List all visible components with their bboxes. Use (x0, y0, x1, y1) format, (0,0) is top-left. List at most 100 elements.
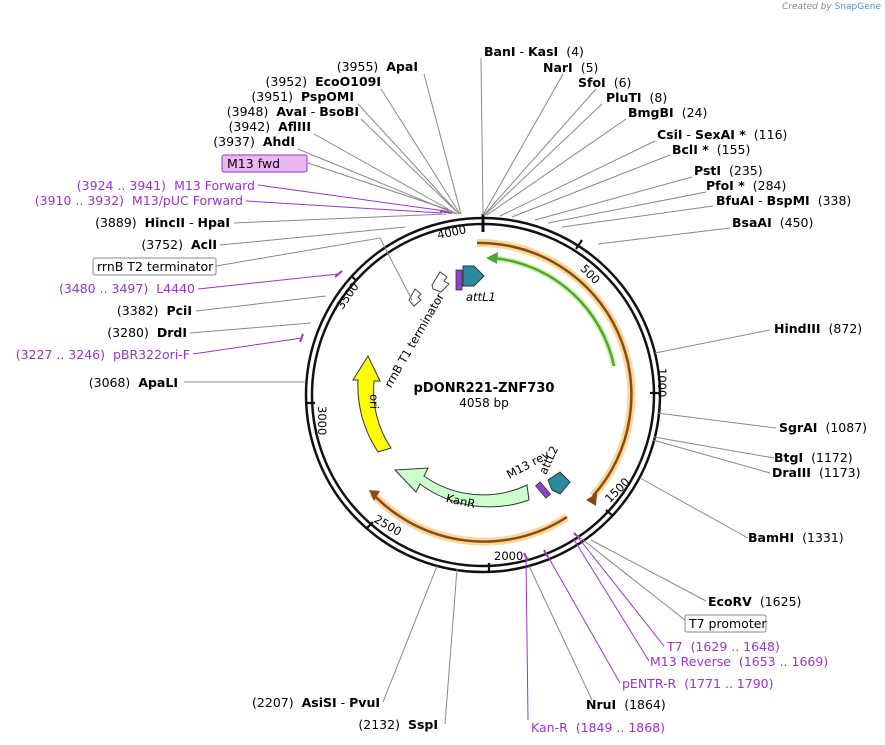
ori-arrow (352, 354, 392, 453)
site-label-pspOMI: (3951)PspOMI (251, 89, 354, 104)
site-label-hindIII: HindIII(872) (774, 321, 862, 336)
tick-mark-1500 (605, 509, 614, 517)
leader-line-t7-promoter (577, 535, 691, 625)
leader-line-pluTI (484, 103, 603, 216)
site-label-sgrAI: SgrAI(1087) (779, 420, 867, 435)
leader-line-narI (482, 73, 564, 216)
rrnb-t2-label: rrnB T2 terminator (97, 259, 214, 274)
backbone (304, 214, 662, 574)
tick-label-2000: 2000 (494, 549, 523, 563)
tick-label-4000: 4000 (436, 222, 468, 242)
leader-line-pfoI (547, 191, 707, 224)
site-label-banI-kasI: BanI - KasI(4) (484, 44, 584, 59)
snapgene-brand: SnapGene (834, 2, 881, 12)
tick-mark-3500 (350, 275, 358, 282)
leader-line-bclI (511, 154, 671, 218)
rrnb-t2-box (92, 257, 217, 276)
t7-promoter-label: T7 promoter (688, 616, 767, 631)
leader-line-ecoO109I (380, 88, 461, 215)
leader-line-hindIII (654, 329, 771, 354)
leader-line-bfuAI (561, 205, 714, 228)
primer-label-m13-reverse: M13 Reverse(1653 .. 1669) (650, 654, 828, 669)
tick-mark-2500 (366, 521, 374, 529)
site-label-sfoI: SfoI(6) (578, 75, 631, 90)
tick-mark-500 (575, 239, 583, 250)
primer-mark-m13-forward (439, 210, 453, 214)
primer-label-m13-puc-forward: (3910 .. 3932)M13/pUC Forward (35, 193, 243, 208)
primer-label-pentr-r: pENTR-R(1771 .. 1790) (622, 676, 773, 691)
leader-line-nruI (528, 565, 593, 701)
leader-line-aclI (219, 226, 406, 246)
site-label-bclI: BclI *(155) (672, 142, 750, 157)
primer-label-l4440: (3480 .. 3497)L4440 (59, 281, 195, 296)
site-label-apaLI: (3068)ApaLI (89, 375, 178, 390)
attl1-arrow (462, 265, 485, 287)
credit-text: Created by SnapGene (782, 2, 881, 12)
primer-line-pbr322ori-f (192, 337, 303, 355)
rrnb-t1-arrow-a (431, 271, 450, 293)
site-label-ecoRV: EcoRV(1625) (708, 594, 801, 609)
m13-fwd-label: M13 fwd (227, 156, 280, 171)
kanr-label: KanR (445, 491, 477, 511)
attl1-label: attL1 (466, 290, 496, 304)
leader-line-ecoRV (590, 539, 707, 602)
green-arrowhead (486, 252, 498, 264)
primer-line-kan-r (525, 555, 529, 721)
leader-line-sgrAI (656, 412, 777, 429)
site-label-apaI: (3955)ApaI (337, 59, 418, 74)
leader-line-btgI (653, 436, 775, 459)
leader-line-pspOMI (357, 103, 460, 215)
site-label-aclI: (3752)AclI (141, 237, 217, 252)
attl2-marker (534, 481, 552, 499)
leader-line-apaI (423, 73, 462, 215)
primer-label-m13-forward: (3924 .. 3941)M13 Forward (77, 178, 255, 193)
leader-line-draIII (652, 439, 771, 474)
site-label-narI: NarI(5) (543, 60, 598, 75)
plasmid-length: 4058 bp (459, 396, 509, 410)
kanr-arrow (393, 467, 530, 508)
orf-arrowhead (586, 493, 597, 506)
site-label-csiI-sexAI: CsiI - SexAI *(116) (657, 127, 787, 142)
attl1-marker (455, 269, 463, 291)
site-label-pciI: (3382)PciI (117, 303, 192, 318)
leader-line-asiSI (382, 565, 438, 703)
credit-prefix: Created by (782, 2, 832, 12)
site-label-aflIII: (3942)AflIII (229, 119, 311, 134)
primer-label-pbr322ori-f: (3227 .. 3246)pBR322ori-F (16, 347, 190, 362)
bottom-arc (371, 492, 568, 543)
site-label-bfuAI-bspMI: BfuAI - BspMI(338) (716, 193, 851, 208)
site-label-bamHI: BamHI(1331) (748, 530, 844, 545)
leader-line-bamHI (639, 477, 749, 539)
site-label-pluTI: PluTI(8) (606, 90, 667, 105)
leader-line-aflIII (313, 133, 458, 215)
primer-mark-l4440 (334, 270, 343, 278)
orf-arc (476, 241, 633, 497)
primer-line-m13-puc-forward (245, 200, 443, 214)
site-label-bsaAI: BsaAI(450) (732, 215, 813, 230)
rrnb-t1-arrow-b (408, 288, 422, 307)
site-label-bmgBI: BmgBI(24) (628, 105, 707, 120)
site-label-nruI: NruI(1864) (586, 697, 666, 712)
leader-line-bmgBI (486, 118, 627, 216)
plasmid-name: pDONR221-ZNF730 (414, 381, 555, 396)
leader-line-m13fwd (307, 162, 450, 211)
site-label-pstI: PstI(235) (694, 163, 763, 178)
primer-leader-lines (192, 184, 665, 721)
site-label-ecoO109I: (3952)EcoO109I (266, 74, 381, 89)
site-label-sspI: (2132)SspI (358, 717, 438, 732)
site-label-ahdI: (3937)AhdI (213, 134, 295, 149)
attl2-arrow (547, 471, 571, 495)
leader-line-sfoI (483, 88, 597, 216)
green-arc (492, 256, 616, 367)
primer-label-kan-r: Kan-R(1849 .. 1868) (531, 720, 665, 735)
leader-line-avaI (360, 118, 460, 215)
ori-label: ori (367, 394, 381, 409)
site-label-draIII: DraIII(1173) (772, 465, 861, 480)
site-label-avaI-bsoBI: (3948)AvaI - BsoBI (227, 104, 359, 119)
leader-line-banI (480, 57, 484, 216)
t7-promoter-box (684, 614, 767, 633)
leader-line-rrnb-t2 (215, 237, 413, 301)
leader-line-pciI (195, 295, 327, 312)
leader-line-csiI (499, 140, 656, 217)
